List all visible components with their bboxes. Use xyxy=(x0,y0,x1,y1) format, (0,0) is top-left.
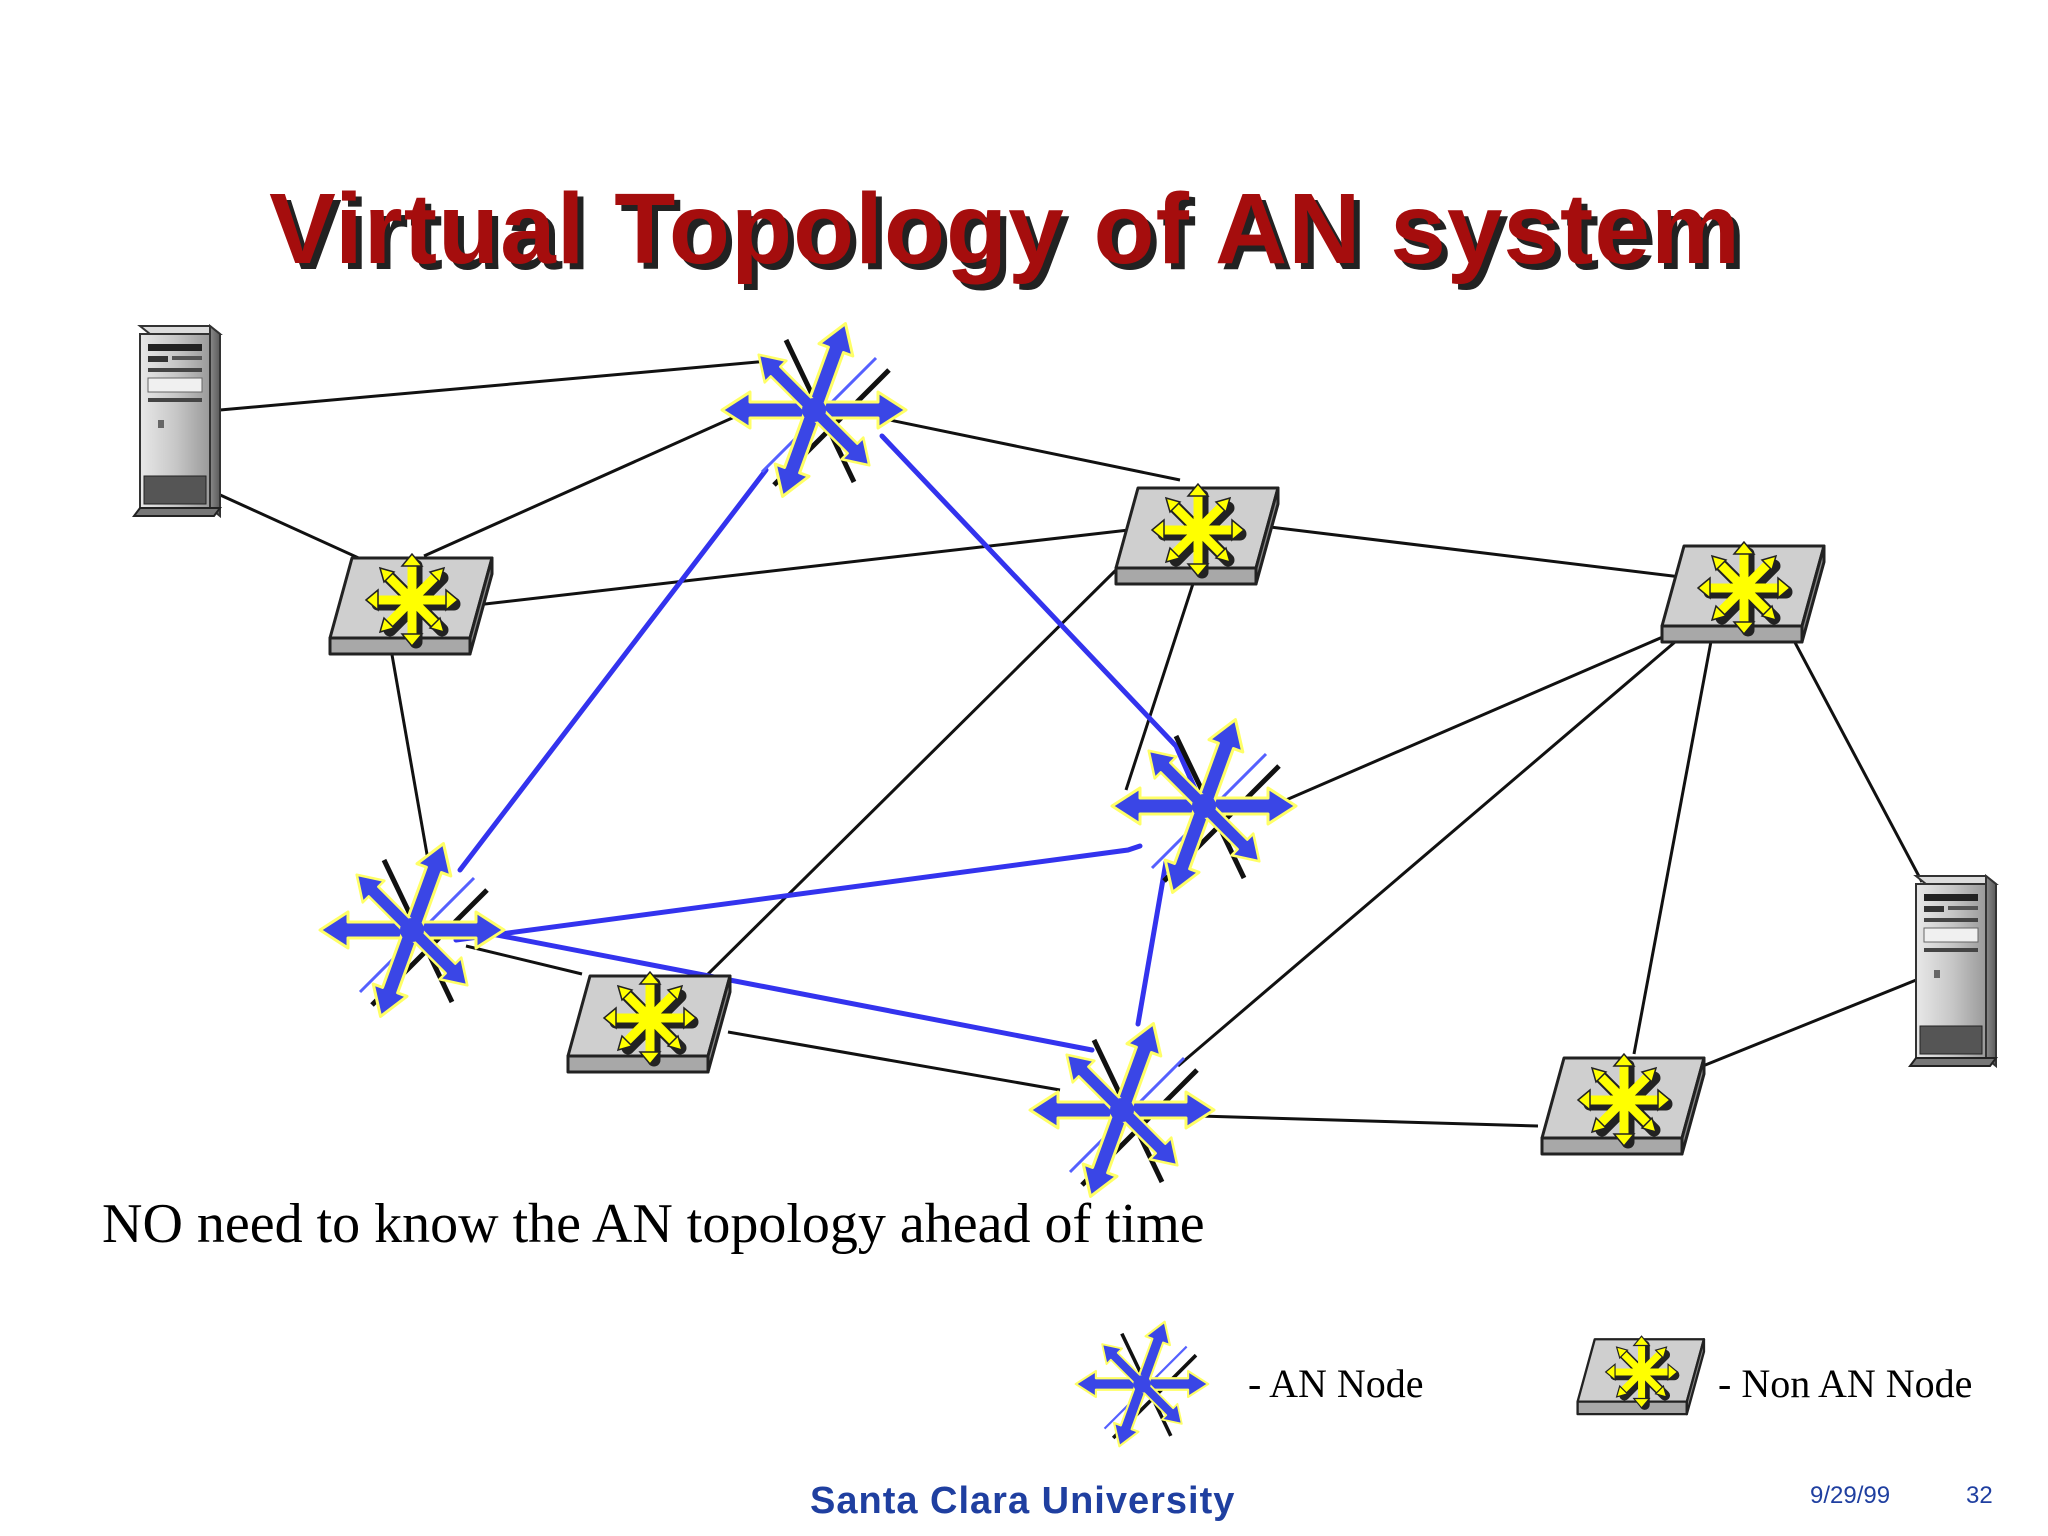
footer-page-number: 32 xyxy=(1966,1482,1993,1509)
link-n5-s2 xyxy=(1677,970,1937,1078)
an-link-a3-a4 xyxy=(437,921,1095,1053)
link-n3-s2 xyxy=(1780,617,1924,883)
footer-university: Santa Clara University xyxy=(810,1480,1236,1522)
an-link-a4-a2 xyxy=(1135,859,1169,1027)
legend-an-node-icon xyxy=(1076,1317,1208,1450)
non-an-node-icon xyxy=(1662,542,1824,642)
non-an-node-icon xyxy=(568,972,730,1072)
link-a2-n3 xyxy=(1285,618,1703,802)
non-an-node-icon xyxy=(1542,1054,1704,1154)
link-n3-a4 xyxy=(1177,634,1683,1068)
link-n4-a4 xyxy=(727,1030,1061,1092)
legend-non-an-node-label: - Non AN Node xyxy=(1718,1361,1973,1406)
an-link-a1-a2 xyxy=(879,433,1203,803)
link-a1-n2 xyxy=(879,416,1181,482)
an-virtual-links xyxy=(437,433,1203,1053)
an-node-icon xyxy=(1112,713,1296,898)
link-n2-n4 xyxy=(694,568,1118,988)
link-n2-n3 xyxy=(1261,524,1723,584)
physical-links xyxy=(217,358,1937,1128)
link-n1-n2 xyxy=(449,526,1147,610)
an-node-icon xyxy=(722,317,906,502)
an-link-a3-a1 xyxy=(457,467,769,873)
non-an-node-icon xyxy=(330,554,492,654)
server-icon xyxy=(133,325,221,517)
non-an-node-icon xyxy=(1116,484,1278,584)
link-n3-n5 xyxy=(1632,635,1714,1055)
link-a4-n5 xyxy=(1199,1114,1539,1128)
link-a3-n4 xyxy=(465,944,583,976)
link-a1-n1 xyxy=(423,408,751,558)
link-n2-a2 xyxy=(1124,555,1204,791)
link-s1-a1 xyxy=(219,358,781,412)
footer-date: 9/29/99 xyxy=(1810,1482,1891,1509)
legend-non-an-node-icon xyxy=(1578,1336,1704,1414)
server-icon xyxy=(1909,875,1997,1067)
slide-caption: NO need to know the AN topology ahead of… xyxy=(102,1193,1205,1255)
slide-title: Virtual Topology of AN system xyxy=(269,173,1741,285)
an-node-icon xyxy=(320,837,504,1022)
an-link-a3-a2 xyxy=(453,843,1143,943)
link-n1-a3 xyxy=(386,631,430,861)
legend-an-node-label: - AN Node xyxy=(1248,1361,1424,1406)
